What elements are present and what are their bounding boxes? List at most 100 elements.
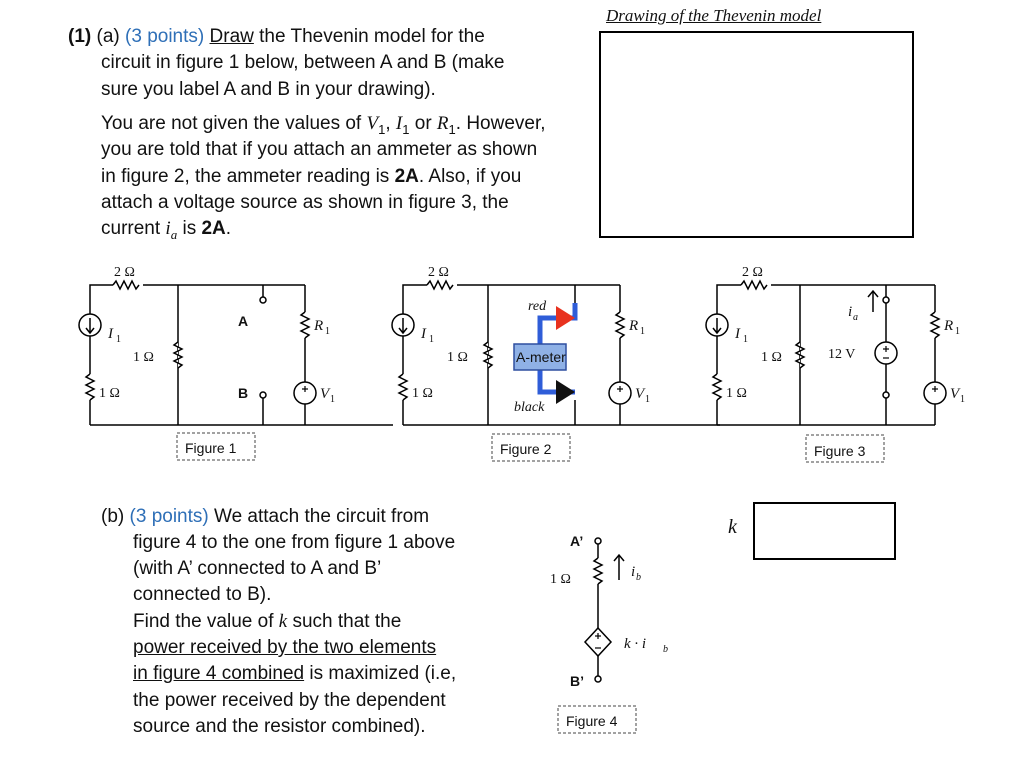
resistor-icon [929,311,941,339]
figure-3-caption: Figure 3 [814,443,866,459]
resistor-icon [397,373,409,401]
part-b-line-5: Find the value of k such that the [133,609,401,636]
part-a-line-1: (1) (a) (3 points) Draw the Thevenin mod… [68,24,588,51]
voltage-source-icon [874,341,898,365]
text-span: . Also, if you [418,166,522,187]
text-span: You are not given the values of [101,113,367,134]
current-source-label: I [734,326,741,342]
voltage-source-icon [293,381,317,405]
part-b-line-6: power received by the two elements [133,637,437,658]
black-probe-label: black [514,400,545,415]
figure-1-circuit [78,279,393,426]
ammeter-icon [513,303,578,404]
text-span: is [177,218,202,239]
voltage-source-icon [923,381,947,405]
part-b-letter: (b) [101,506,125,527]
subscript: a [853,312,858,323]
subscript: 1 [960,394,965,405]
subscript: a [170,226,178,242]
v1-label: V [635,386,646,402]
part-b-line-8: the power received by the dependent [133,690,446,711]
ia-label: i [848,304,852,320]
part-b-line-3: (with A’ connected to A and B’ [133,558,382,579]
part-a-p2-line-1: You are not given the values of V1, I1 o… [101,111,546,143]
resistor-label: 2 Ω [114,265,135,280]
resistor-icon [482,341,494,369]
figure-caption-boxes [176,432,885,734]
draw-word: Draw [209,26,254,47]
part-a-points: (3 points) [125,26,205,47]
r1-symbol: R [436,113,449,134]
polarity-marks [302,346,938,649]
resistor-label: 1 Ω [550,572,571,587]
v1-label: V [950,386,961,402]
subscript: 1 [645,394,650,405]
subscript: 1 [325,326,330,337]
subscript: 1 [429,334,434,345]
k-answer-box[interactable] [753,502,896,560]
resistor-label: 2 Ω [428,265,449,280]
text-span: in figure 4 combined [133,663,305,684]
thevenin-answer-box[interactable] [599,31,914,238]
part-b-line-2: figure 4 to the one from figure 1 above [133,532,456,553]
terminal-b-prime-label: B’ [570,673,584,689]
text-span: is maximized (i.e, [304,663,457,684]
subscript: b [663,644,668,655]
resistor-icon [592,557,604,585]
part-a-p2-line-3: in figure 2, the ammeter reading is 2A. … [101,164,521,191]
v1-label: V [320,386,331,402]
terminal-a-prime-label: A’ [570,533,583,549]
part-a-p2-line-4: attach a voltage source as shown in figu… [101,192,509,213]
resistor-label: 1 Ω [761,350,782,365]
subscript: 1 [116,334,121,345]
ammeter-label: A-meter [516,349,566,365]
resistor-icon [84,373,96,401]
part-b-line-4: connected to B). [133,584,272,605]
subscript: 1 [955,326,960,337]
resistor-label: 1 Ω [447,350,468,365]
text-span: We attach the circuit from [208,506,430,527]
resistor-icon [112,279,140,291]
part-a-p2-line-5: current ia is 2A. [101,216,231,248]
dependent-source-icon [583,626,613,658]
answer-box-title: Drawing of the Thevenin model [606,6,822,25]
part-a-line-1-rest: the Thevenin model for the [253,26,485,47]
resistor-icon [426,279,454,291]
v1-symbol: V [366,113,379,134]
current-source-label: I [420,326,427,342]
subscript: 1 [640,326,645,337]
ammeter-reading: 2A [394,166,419,187]
subscript: b [636,572,641,583]
r1-label: R [943,318,953,334]
current-source-label: I [107,326,114,342]
voltage-source-icon [608,381,632,405]
part-b-line-7: in figure 4 combined is maximized (i.e, [133,661,456,688]
figure-1-caption: Figure 1 [185,440,237,456]
figure-4-caption: Figure 4 [566,713,618,729]
part-a-line-2: circuit in figure 1 below, between A and… [101,52,505,73]
subscript: 1 [448,121,456,137]
subscript: 1 [378,121,386,137]
text-span: , [385,113,396,134]
ib-label: i [631,564,635,580]
subscript: 1 [743,334,748,345]
part-b-line-9: source and the resistor combined). [133,716,426,737]
resistor-icon [711,373,723,401]
resistor-label: 1 Ω [133,350,154,365]
resistor-icon [794,341,806,369]
resistor-icon [740,279,768,291]
part-a-line-3: sure you label A and B in your drawing). [101,79,436,100]
text-span: . However, [455,113,546,134]
resistor-label: 1 Ω [726,386,747,401]
r1-label: R [313,318,323,334]
r1-label: R [628,318,638,334]
figure-4-circuit [583,537,625,683]
text-span: or [409,113,437,134]
part-a-p2-line-2: you are told that if you attach an ammet… [101,139,538,160]
question-number: (1) [68,26,92,47]
ia-value: 2A [201,218,226,239]
resistor-icon [614,311,626,339]
i1-symbol: I [395,113,403,134]
figure-2-caption: Figure 2 [500,441,552,457]
